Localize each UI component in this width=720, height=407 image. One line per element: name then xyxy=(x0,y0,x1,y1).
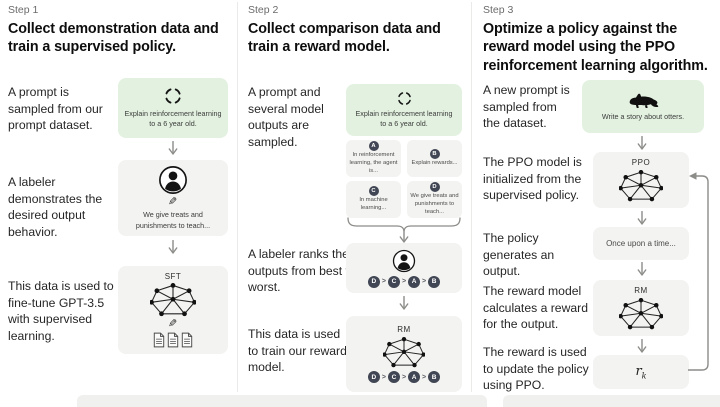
step2-prompt-box: Explain reinforcement learning to a 6 ye… xyxy=(346,84,462,136)
rank-chip: D xyxy=(367,371,380,383)
step3-prompt-box: Write a story about otters. xyxy=(582,80,704,133)
step3-reward-box: rk xyxy=(593,355,689,389)
ranking-row: D > C > A > B xyxy=(367,275,441,288)
step2-prompt-text: Explain reinforcement learning to a 6 ye… xyxy=(355,108,453,128)
step1-caption-labeler: A labeler demonstrates the desired outpu… xyxy=(8,175,103,239)
labeler-icon xyxy=(159,166,187,195)
network-icon xyxy=(383,337,425,368)
down-arrow-icon xyxy=(637,211,647,225)
output-letter-badge: A xyxy=(368,141,379,152)
step3-caption-init: The PPO model is initialized from the su… xyxy=(483,155,582,203)
step3-caption-output: The policy generates an output. xyxy=(483,231,555,279)
sample-prompt-icon xyxy=(397,91,411,106)
rank-chip: A xyxy=(408,275,421,288)
output-text: Explain rewards... xyxy=(411,160,458,167)
rank-separator: > xyxy=(381,373,386,381)
step2-title: Collect comparison data and train a rewa… xyxy=(248,21,441,56)
rank-separator: > xyxy=(381,278,386,285)
step1-labeler-box: ✎ We give treats and punishments to teac… xyxy=(118,160,228,236)
rank-chip: D xyxy=(367,275,380,288)
output-letter-badge: C xyxy=(368,186,379,197)
labeler-icon xyxy=(392,249,416,272)
rm-model-label: RM xyxy=(397,325,411,334)
step1-prompt-text: Explain reinforcement learning to a 6 ye… xyxy=(124,108,222,128)
rank-chip: B xyxy=(428,275,441,288)
step2-labeler-box: D > C > A > B xyxy=(346,243,462,293)
step2-caption-train: This data is used to train our reward mo… xyxy=(248,327,347,375)
step2-caption-prompt: A prompt and several model outputs are s… xyxy=(248,85,324,149)
step2-rm-box: RM D > C > A > B xyxy=(346,316,462,392)
documents-icon xyxy=(153,332,193,348)
output-box-d: D We give treats and punishments to teac… xyxy=(407,181,462,218)
rank-chip: A xyxy=(408,371,421,383)
pencil-icon: ✎ xyxy=(168,318,178,330)
feedback-loop-arrow-icon xyxy=(688,172,709,371)
step1-labeler-text: We give treats and punishments to teach.… xyxy=(135,210,211,230)
step1-title: Collect demonstration data and train a s… xyxy=(8,21,219,56)
rank-separator: > xyxy=(401,278,407,285)
reward-symbol: rk xyxy=(635,363,647,381)
down-arrow-icon xyxy=(399,296,409,310)
column-divider xyxy=(471,2,472,392)
network-icon xyxy=(150,283,196,317)
pencil-icon: ✎ xyxy=(168,196,178,209)
otter-icon xyxy=(629,93,659,108)
step3-ppo-box: PPO xyxy=(593,152,689,208)
output-box-c: C In machine learning... xyxy=(346,181,401,218)
rank-chip: C xyxy=(387,275,400,288)
next-section-panel xyxy=(503,395,720,407)
down-arrow-icon xyxy=(637,136,647,150)
output-text: In machine learning... xyxy=(359,197,388,211)
output-text: We give treats and punishments to teach.… xyxy=(410,193,459,215)
step3-rm-box: RM xyxy=(593,280,689,336)
step3-label: Step 3 xyxy=(483,4,514,16)
step3-caption-prompt: A new prompt is sampled from the dataset… xyxy=(483,83,570,131)
step3-title: Optimize a policy against the reward mod… xyxy=(483,21,708,74)
output-box-b: B Explain rewards... xyxy=(407,140,462,177)
step3-output-text: Once upon a time... xyxy=(606,239,676,248)
step3-output-box: Once upon a time... xyxy=(593,227,689,260)
ranking-row: D > C > A > B xyxy=(367,371,441,383)
rank-chip: C xyxy=(387,371,400,383)
column-divider xyxy=(237,2,238,392)
network-icon xyxy=(619,298,663,330)
step3-caption-update: The reward is used to update the policy … xyxy=(483,345,589,393)
rm-model-label: RM xyxy=(634,286,648,295)
down-arrow-icon xyxy=(637,262,647,276)
step3-prompt-text: Write a story about otters. xyxy=(601,111,685,121)
step2-caption-rank: A labeler ranks the outputs from best to… xyxy=(248,247,356,295)
step1-caption-prompt: A prompt is sampled from our prompt data… xyxy=(8,85,103,133)
output-text: In reinforcement learning, the agent is.… xyxy=(349,152,398,174)
network-icon xyxy=(619,170,663,202)
sft-model-label: SFT xyxy=(164,272,182,281)
rank-chip: B xyxy=(428,371,441,383)
step2-label: Step 2 xyxy=(248,4,279,16)
rank-separator: > xyxy=(422,373,427,381)
next-section-panel xyxy=(77,395,487,407)
step1-prompt-box: Explain reinforcement learning to a 6 ye… xyxy=(118,78,228,138)
output-letter-badge: B xyxy=(429,149,440,160)
sample-prompt-icon xyxy=(165,87,181,104)
ppo-model-label: PPO xyxy=(631,158,651,167)
output-box-a: A In reinforcement learning, the agent i… xyxy=(346,140,401,177)
step3-caption-reward: The reward model calculates a reward for… xyxy=(483,284,588,332)
down-arrow-icon xyxy=(168,240,178,254)
down-arrow-icon xyxy=(168,141,178,155)
step1-sft-box: SFT ✎ xyxy=(118,266,228,354)
step1-label: Step 1 xyxy=(8,4,39,16)
rank-separator: > xyxy=(401,373,407,381)
step1-caption-finetune: This data is used to fine-tune GPT-3.5 w… xyxy=(8,279,114,343)
down-arrow-icon xyxy=(637,339,647,353)
output-letter-badge: D xyxy=(429,182,440,193)
rank-separator: > xyxy=(422,278,427,285)
